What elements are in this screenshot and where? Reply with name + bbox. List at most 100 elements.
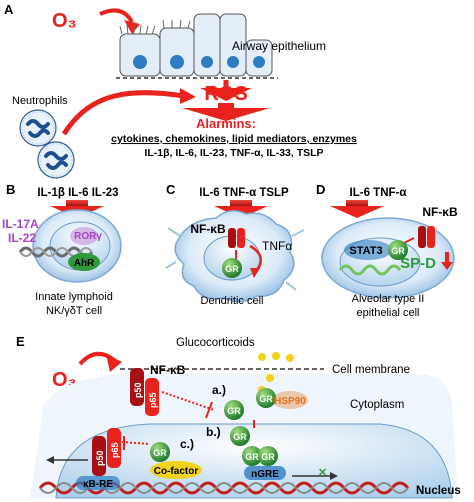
panel-a-letter: A (4, 2, 14, 17)
neutrophil-granules (21, 111, 55, 145)
cofactor-blob (150, 461, 202, 479)
panel-c-gr (222, 258, 242, 278)
panel-c-tnf-loop-head (250, 268, 260, 278)
panel-c-letter: C (166, 182, 176, 197)
step-b-label: b.) (206, 425, 221, 439)
ngre-label: nGRE (251, 469, 279, 480)
spd-label: SP-D (400, 255, 436, 272)
neutrophil-lobed-nucleus (44, 151, 68, 170)
ngre-gr-right (258, 446, 278, 466)
kb-re-label: κB-RE (83, 479, 113, 490)
nucleus-p50-label: p50 (95, 450, 105, 466)
il22-label: IL-22 (8, 231, 36, 245)
ozone-arrow (99, 8, 134, 24)
ror-label: RORγ (74, 231, 102, 242)
glucocorticoids-label: Glucocorticoids (176, 337, 255, 349)
panel-d-caption-2: epithelial cell (357, 307, 420, 319)
panel-e: E O₃ Glucocorticoids Cell membrane Cytop… (16, 334, 461, 499)
ror-blob (70, 227, 98, 245)
ngre-box (244, 466, 286, 480)
panel-d-letter: D (316, 182, 325, 197)
neutrophil-lobed-nucleus (26, 119, 50, 138)
ngre-gr-right-label: GR (261, 452, 275, 462)
cytoplasm-p65-label: p65 (148, 392, 158, 408)
stat3-label: STAT3 (349, 245, 382, 257)
kbre-transcription-head (46, 456, 54, 464)
panel-b: B IL-1β IL-6 IL-23 RORγ AhR IL-17A IL-22… (2, 182, 122, 317)
neutrophil-to-ros-arrow (61, 90, 185, 136)
panel-c-signals: IL-6 TNF-α TSLP (199, 187, 289, 199)
epithelial-nucleus (227, 56, 239, 68)
neutrophil (19, 109, 57, 147)
panel-d-dna (338, 264, 402, 276)
panel-d-gr-label: GR (391, 246, 405, 256)
ahr-blob (68, 253, 100, 271)
panel-c-nfkb-p65 (237, 228, 245, 248)
step-c-label: c.) (180, 437, 194, 451)
panel-a: A O₃ Airway epithelium ROS Alarmins: c (4, 2, 357, 179)
ngre-transcription-head (330, 472, 338, 480)
inhibition-dotted-a (161, 391, 215, 411)
panel-b-caption-2: NK/γδT cell (46, 305, 102, 317)
cytoplasm-p50 (130, 368, 144, 406)
gr-dimer-top-label: GR (233, 432, 247, 442)
neutrophil-arrow-head (180, 88, 196, 104)
neutrophil (37, 141, 75, 179)
panel-d-caption-1: Alveolar type II (352, 293, 425, 305)
ahr-label: AhR (74, 258, 95, 269)
epithelial-nucleus (170, 55, 184, 69)
cytoplasm-p65 (145, 378, 159, 416)
nucleus-p50 (92, 436, 106, 476)
ozone-arrow-head (124, 20, 140, 34)
panel-e-letter: E (16, 334, 25, 349)
airway-epithelium (116, 13, 278, 79)
nucleus-p65-label: p65 (110, 442, 120, 458)
cytoplasm-label: Cytoplasm (350, 399, 404, 411)
ngre-gr-left-label: GR (245, 452, 259, 462)
panel-c-nfkb-p50 (228, 228, 236, 248)
ros-to-alarmins-shaft (218, 103, 234, 109)
neutrophils (19, 109, 75, 179)
spd-down-shaft (445, 252, 449, 262)
panel-d: D IL-6 TNF-α NF-κB STAT3 GR SP-D Alveola… (316, 182, 458, 319)
glucocorticoid (272, 352, 280, 360)
cytoplasm-gr (224, 400, 244, 420)
ngre-gr-left (242, 446, 262, 466)
panel-b-signals: IL-1β IL-6 IL-23 (37, 187, 118, 199)
cilia (119, 19, 191, 35)
kb-re-box (76, 476, 120, 490)
cofactor-label: Co-factor (154, 466, 199, 477)
step-a-label: a.) (212, 383, 226, 397)
panel-b-caption-1: Innate lymphoid (35, 291, 113, 303)
nucleus-label: Nucleus (416, 485, 461, 497)
hsp90-gr-label: GR (259, 394, 273, 404)
panel-d-signal-arrow (330, 206, 384, 218)
epithelial-nucleus (133, 55, 147, 69)
alarmins-list: cytokines, chemokines, lipid mediators, … (111, 133, 357, 145)
neutrophil-granules (39, 143, 73, 177)
panel-a-o3: O₃ (52, 10, 77, 32)
neutrophils-label: Neutrophils (12, 95, 68, 107)
gr-dimer-top (230, 426, 250, 446)
panel-c-signal-shaft (230, 200, 252, 206)
glucocorticoid (286, 354, 294, 362)
panel-d-nfkb: NF-κB (422, 205, 458, 219)
panel-c-nfkb: NF-κB (190, 222, 226, 236)
ros-label: ROS (204, 83, 247, 105)
stat3-blob (344, 240, 392, 260)
panel-c: C IL-6 TNF-α TSLP NF-κB GR TNFα Dendriti… (165, 182, 305, 307)
alarmins-cytokines: IL-1β, IL-6, IL-23, TNF-α, IL-33, TSLP (144, 147, 323, 159)
glucocorticoid (266, 374, 274, 382)
panel-c-tnf: TNFα (262, 239, 292, 253)
panel-d-nfkb-p65 (427, 226, 435, 248)
il17a-label: IL-17A (2, 217, 39, 231)
nucleus-p65 (107, 428, 121, 468)
epithelial-nucleus (201, 56, 213, 68)
ros-arrow-head (200, 88, 252, 101)
panel-d-nfkb-p50 (418, 226, 426, 248)
airway-epithelium-label: Airway epithelium (232, 39, 326, 53)
cofactor-gr (150, 442, 170, 462)
panel-d-signals: IL-6 TNF-α (350, 187, 407, 199)
epithelial-nucleus (253, 56, 265, 68)
